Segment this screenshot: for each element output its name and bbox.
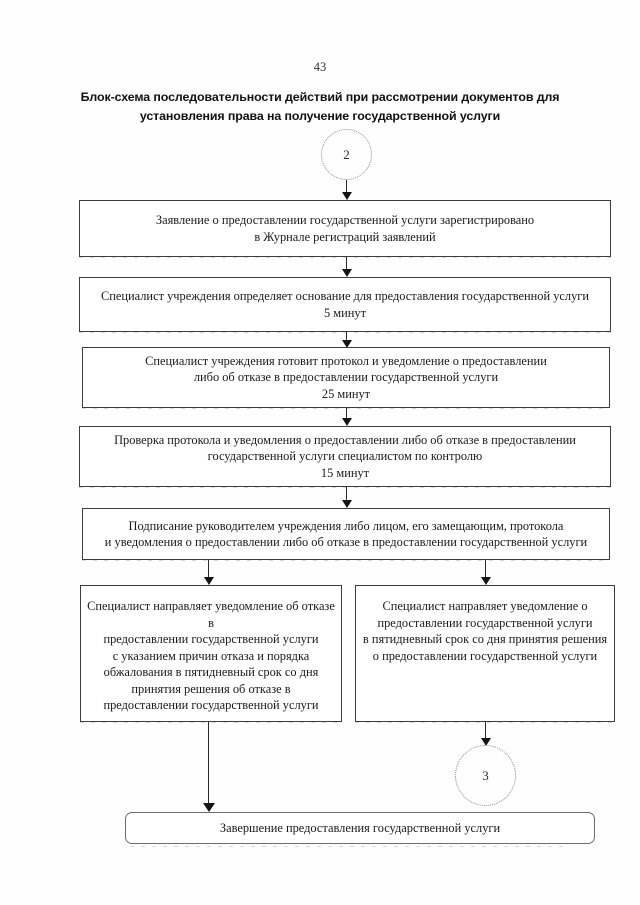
step-completion: Завершение предоставления государственно… — [125, 812, 595, 844]
step-control-check-text: Проверка протокола и уведомления о предо… — [114, 432, 576, 480]
arrow-step3-to-step4 — [340, 408, 353, 426]
connector-circle-3-label: 3 — [482, 767, 489, 783]
branch-refusal-notice: Специалист направляет уведомление об отк… — [80, 585, 342, 722]
step-completion-text: Завершение предоставления государственно… — [219, 820, 501, 835]
step-specialist-prepares-protocol-text: Специалист учреждения готовит протокол и… — [145, 353, 547, 401]
connector-circle-2: 2 — [321, 129, 372, 180]
page-title: Блок-схема последовательности действий п… — [80, 90, 560, 123]
arrow-branch-refusal-to-completion — [202, 722, 215, 812]
step-specialist-determines-basis-text: Специалист учреждения определяет основан… — [100, 289, 589, 320]
arrow-branch-provision-to-circle3 — [479, 722, 492, 746]
arrow-step5-to-branch-provision — [479, 560, 492, 585]
arrow-step2-to-step3 — [340, 332, 353, 348]
arrow-step1-to-step2 — [340, 257, 353, 277]
arrow-step5-to-branch-refusal — [202, 560, 215, 585]
step-head-signing: Подписание руководителем учреждения либо… — [82, 508, 610, 560]
step-control-check: Проверка протокола и уведомления о предо… — [79, 426, 611, 487]
connector-circle-3: 3 — [455, 745, 516, 806]
step-application-registered: Заявление о предоставлении государственн… — [79, 200, 611, 257]
branch-provision-notice-text: Специалист направляет уведомление о пред… — [362, 599, 608, 663]
step-head-signing-text: Подписание руководителем учреждения либо… — [104, 518, 588, 550]
arrow-circle2-to-step1 — [340, 180, 353, 200]
page-number: 43 — [313, 60, 327, 74]
connector-circle-2-label: 2 — [343, 146, 350, 162]
step-specialist-prepares-protocol: Специалист учреждения готовит протокол и… — [82, 347, 610, 408]
step-application-registered-text: Заявление о предоставлении государственн… — [155, 213, 535, 244]
step-specialist-determines-basis: Специалист учреждения определяет основан… — [79, 277, 611, 332]
branch-provision-notice: Специалист направляет уведомление о пред… — [355, 585, 615, 722]
arrow-step4-to-step5 — [340, 487, 353, 508]
branch-refusal-notice-text: Специалист направляет уведомление об отк… — [87, 599, 335, 712]
